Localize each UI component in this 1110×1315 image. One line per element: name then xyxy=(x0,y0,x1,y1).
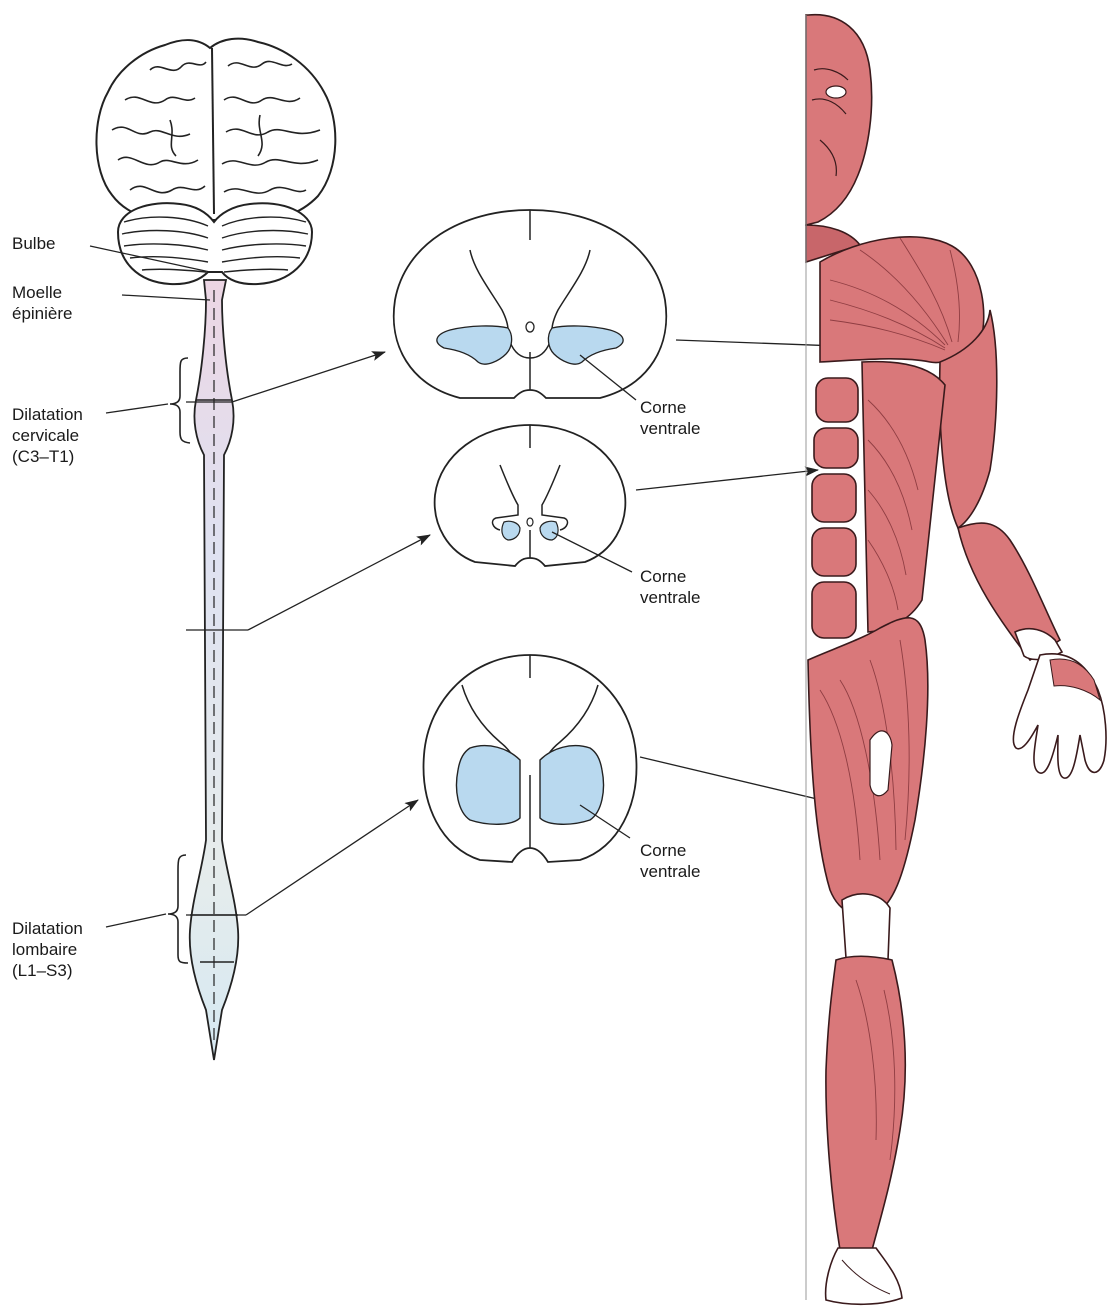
label-lombaire-line1: Dilatation xyxy=(12,918,83,939)
label-moelle-line1: Moelle xyxy=(12,282,73,303)
cervical-brace xyxy=(170,358,190,443)
label-lombaire-line2: lombaire xyxy=(12,939,83,960)
label-lombaire-line3: (L1–S3) xyxy=(12,960,83,981)
label-corne3-line1: Corne xyxy=(640,840,700,861)
label-corne2-line1: Corne xyxy=(640,566,700,587)
label-dilatation-cervicale: Dilatation cervicale (C3–T1) xyxy=(12,404,83,467)
cross-section-lumbar xyxy=(424,655,855,862)
label-corne1-line2: ventrale xyxy=(640,418,700,439)
label-corne-ventrale-lumbar: Corne ventrale xyxy=(640,840,700,882)
label-corne2-line2: ventrale xyxy=(640,587,700,608)
label-bulbe: Bulbe xyxy=(12,233,55,254)
leader-lines-left xyxy=(90,246,430,927)
label-cervicale-line2: cervicale xyxy=(12,425,83,446)
label-corne1-line1: Corne xyxy=(640,397,700,418)
label-corne-ventrale-thoracic: Corne ventrale xyxy=(640,566,700,608)
label-bulbe-text: Bulbe xyxy=(12,233,55,254)
label-moelle-epiniere: Moelle épinière xyxy=(12,282,73,324)
brain-illustration xyxy=(96,39,335,221)
label-cervicale-line3: (C3–T1) xyxy=(12,446,83,467)
label-corne3-line2: ventrale xyxy=(640,861,700,882)
muscular-figure-illustration xyxy=(806,15,1106,1305)
lumbar-brace xyxy=(168,855,188,963)
label-moelle-line2: épinière xyxy=(12,303,73,324)
label-cervicale-line1: Dilatation xyxy=(12,404,83,425)
spinal-cord-illustration xyxy=(190,280,239,1060)
label-corne-ventrale-cervical: Corne ventrale xyxy=(640,397,700,439)
cross-section-thoracic xyxy=(435,425,818,572)
label-dilatation-lombaire: Dilatation lombaire (L1–S3) xyxy=(12,918,83,981)
